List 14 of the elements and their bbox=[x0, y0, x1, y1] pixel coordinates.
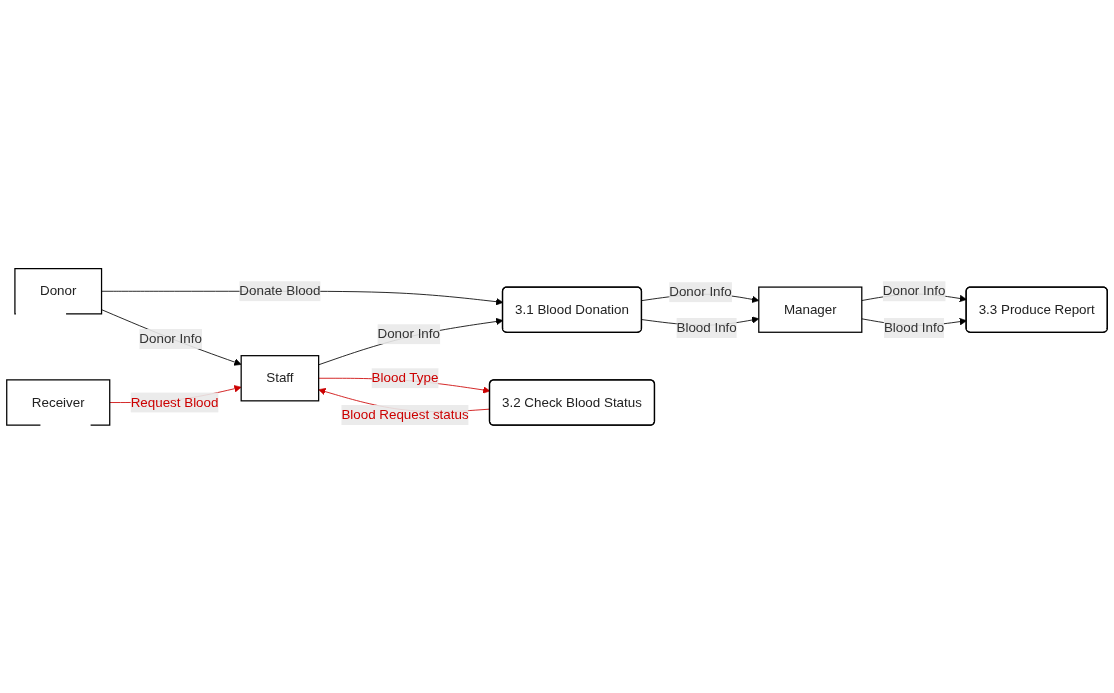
node-box: Receiver bbox=[6, 378, 111, 426]
edge-label: Blood Info bbox=[676, 320, 737, 335]
edge-label: Donor Info bbox=[882, 283, 946, 298]
node-box: Staff bbox=[240, 354, 320, 402]
edge-label: Donate Blood bbox=[239, 283, 321, 298]
node-box: Manager bbox=[758, 286, 863, 333]
edge-label: Donor Info bbox=[377, 326, 440, 341]
edge-label: Request Blood bbox=[130, 394, 219, 409]
edge-label: Blood Info bbox=[883, 320, 945, 335]
edge-label: Donor Info bbox=[669, 284, 732, 299]
edge-label: Donor Info bbox=[139, 331, 202, 346]
edge-label: Blood Type bbox=[371, 370, 439, 385]
edge-label: Blood Request status bbox=[341, 407, 469, 422]
node-box: Donor bbox=[14, 267, 103, 315]
